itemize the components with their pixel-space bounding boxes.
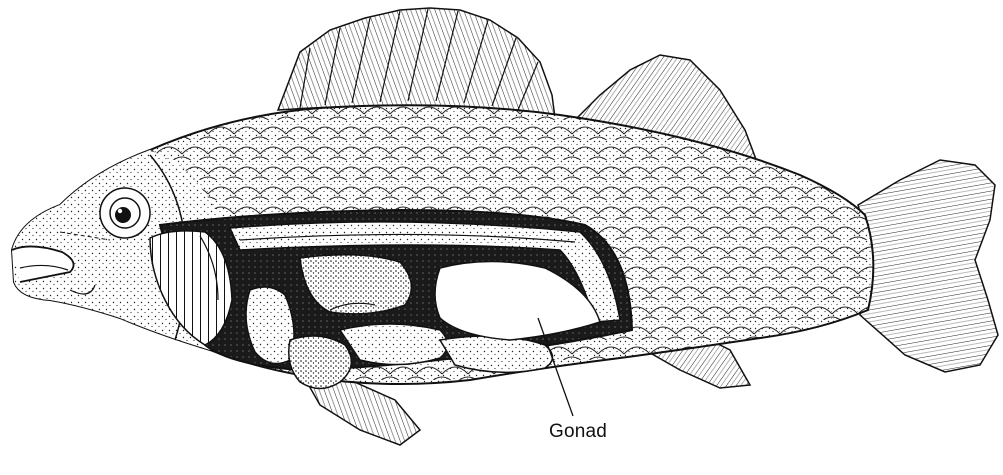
intestine <box>289 336 352 389</box>
gonad-label: Gonad <box>549 421 607 443</box>
caudal-fin <box>858 160 998 372</box>
eye <box>100 188 150 238</box>
